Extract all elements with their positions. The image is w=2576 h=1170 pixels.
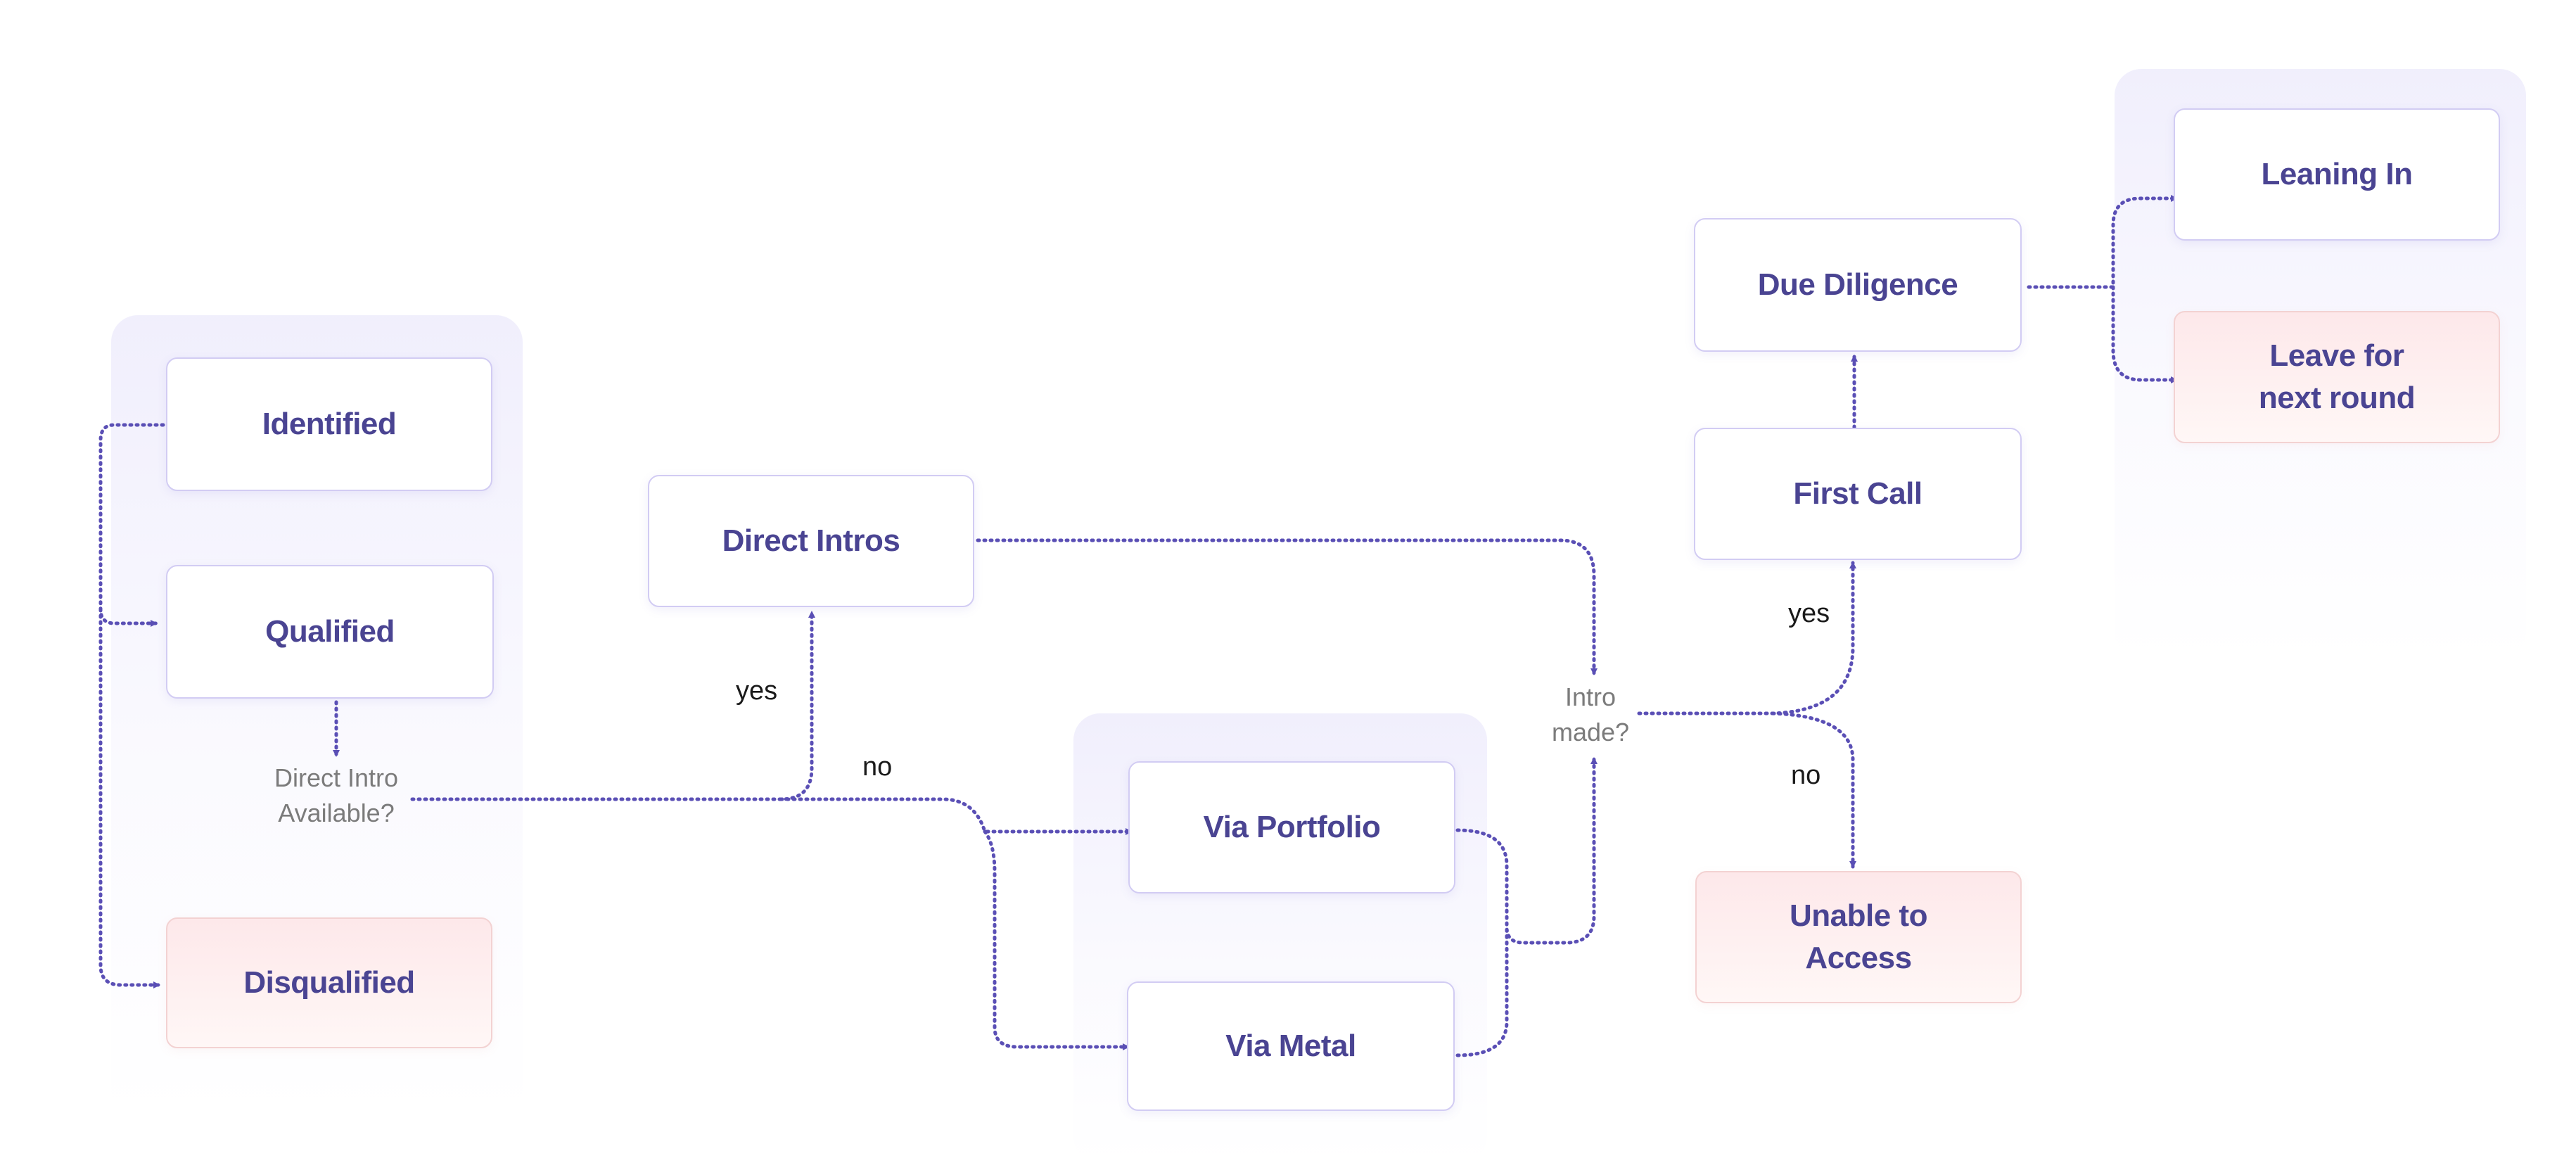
edge-decision-to-via-metal [983, 829, 1130, 1050]
edge-label-no-intro-made: no [1791, 761, 1821, 790]
node-via-portfolio: Via Portfolio [1128, 761, 1455, 894]
edge-decision-to-via-portfolio [779, 797, 1133, 835]
edge-identified-to-qualified [98, 423, 165, 627]
node-identified-label: Identified [262, 407, 397, 441]
edge-intro-made-to-unable-to-access [1771, 711, 1856, 869]
node-first-call-label: First Call [1793, 476, 1923, 511]
decision-direct-intro-available: Direct Intro Available? [274, 763, 399, 827]
node-identified: Identified [166, 357, 492, 491]
edge-due-diligence-to-leaning-in [2027, 195, 2179, 289]
edge-label-yes-intro-made: yes [1788, 599, 1830, 628]
node-via-portfolio-label: Via Portfolio [1203, 810, 1381, 844]
node-unable-to-access-label: Unable to Access [1790, 898, 1927, 975]
node-due-diligence: Due Diligence [1694, 218, 2022, 352]
node-qualified: Qualified [166, 565, 494, 699]
node-leaning-in-label: Leaning In [2261, 157, 2414, 191]
node-disqualified-label: Disqualified [243, 965, 415, 1000]
edge-label-yes-direct-intro: yes [736, 676, 778, 706]
edge-label-no-direct-intro: no [862, 752, 893, 782]
node-unable-to-access: Unable to Access [1695, 871, 2022, 1003]
node-direct-intros: Direct Intros [648, 475, 974, 607]
node-direct-intros-label: Direct Intros [722, 523, 900, 558]
node-leave-for-next-round: Leave for next round [2174, 311, 2500, 443]
edge-via-portfolio-to-intro-made [1455, 756, 1598, 945]
node-due-diligence-label: Due Diligence [1757, 267, 1958, 302]
node-first-call: First Call [1694, 428, 2022, 560]
edge-due-diligence-to-leave-for-next-round [2111, 285, 2179, 383]
node-disqualified: Disqualified [166, 917, 492, 1048]
node-leaning-in: Leaning In [2174, 108, 2500, 241]
edge-via-metal-to-intro-made [1455, 925, 1509, 1057]
node-via-metal-label: Via Metal [1225, 1029, 1356, 1063]
edge-identified-to-disqualified [98, 607, 161, 988]
decision-intro-made: Intro made? [1551, 682, 1630, 746]
edge-intro-made-to-first-call [1637, 561, 1856, 716]
edge-direct-intros-to-intro-made [976, 538, 1598, 676]
node-qualified-label: Qualified [265, 614, 395, 649]
node-leave-for-next-round-label: Leave for next round [2258, 338, 2416, 415]
node-via-metal: Via Metal [1127, 981, 1455, 1111]
